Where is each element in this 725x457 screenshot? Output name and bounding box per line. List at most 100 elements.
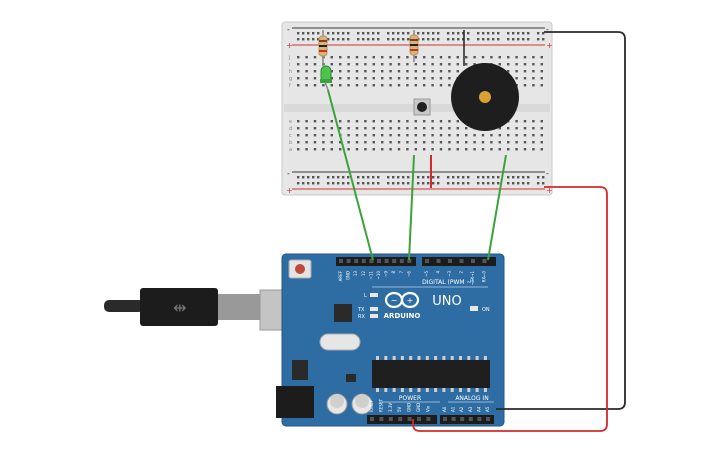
rail-hole <box>362 182 365 185</box>
digital-pin-label: 4 <box>436 271 441 274</box>
terminal-hole <box>448 63 451 66</box>
reset-button[interactable] <box>295 264 305 274</box>
rail-hole <box>487 32 490 35</box>
power-pin-label: 5V <box>397 406 402 412</box>
rail-hole <box>512 32 515 35</box>
digital-pin-hole <box>399 259 404 263</box>
green-wire-led[interactable] <box>327 89 374 261</box>
row-letter: b <box>289 140 292 146</box>
rail-hole <box>372 38 375 41</box>
terminal-hole <box>305 148 308 151</box>
digital-pin-hole <box>392 259 397 263</box>
green-wire-button[interactable] <box>408 154 415 261</box>
rail-hole <box>517 38 520 41</box>
terminal-hole <box>347 148 350 151</box>
chip-pin <box>409 388 413 392</box>
terminal-hole <box>347 84 350 87</box>
buzzer-center <box>479 91 491 103</box>
terminal-hole <box>372 134 375 137</box>
rail-hole <box>327 182 330 185</box>
resistor-1[interactable] <box>318 30 328 66</box>
terminal-hole <box>439 148 443 151</box>
terminal-hole <box>523 120 527 123</box>
terminal-hole <box>540 141 543 144</box>
terminal-hole <box>507 141 510 144</box>
terminal-hole <box>439 56 443 59</box>
rail-hole <box>522 38 525 41</box>
terminal-hole <box>448 148 451 151</box>
digital-pin-hole <box>339 259 343 263</box>
pushbutton[interactable] <box>413 98 431 116</box>
terminal-hole <box>473 134 476 137</box>
rail-hole <box>337 38 340 41</box>
rail-hole <box>302 38 305 41</box>
terminal-hole <box>532 84 535 87</box>
terminal-hole <box>448 127 451 130</box>
rail-hole <box>522 182 525 185</box>
power-label: POWER <box>399 395 421 402</box>
terminal-hole <box>381 134 384 137</box>
rail-hole <box>477 32 480 35</box>
digital-header-right <box>422 257 496 266</box>
digital-pin-label: ~3 <box>447 271 452 277</box>
rail-hole <box>512 182 515 185</box>
digital-pin-hole <box>448 259 452 263</box>
piezo-buzzer[interactable] <box>451 30 519 131</box>
terminal-hole <box>389 141 392 144</box>
terminal-hole <box>372 84 375 87</box>
terminal-hole <box>406 70 409 73</box>
terminal-hole <box>389 84 392 87</box>
rail-hole <box>452 182 455 185</box>
green-led[interactable] <box>320 65 332 91</box>
terminal-hole <box>397 56 401 59</box>
terminal-hole <box>389 77 392 80</box>
terminal-hole <box>498 148 501 151</box>
power-pin-hole <box>388 417 393 421</box>
terminal-hole <box>322 84 325 87</box>
chip-pin <box>417 388 421 392</box>
terminal-hole <box>389 127 392 130</box>
terminal-hole <box>473 56 476 59</box>
rail-hole <box>457 38 460 41</box>
terminal-hole <box>431 70 434 73</box>
rail-hole <box>377 176 380 179</box>
terminal-hole <box>473 148 476 151</box>
analog-pin-label: A0 <box>442 406 447 412</box>
terminal-hole <box>372 56 375 59</box>
terminal-hole <box>305 63 308 66</box>
terminal-hole <box>490 134 493 137</box>
rail-hole <box>297 38 300 41</box>
power-pin-label: GND <box>407 403 412 412</box>
terminal-hole <box>347 77 350 80</box>
terminal-hole <box>423 84 426 87</box>
rail-hole <box>402 182 405 185</box>
rail-hole <box>297 32 300 35</box>
green-wire-buzzer[interactable] <box>487 154 507 261</box>
black-ground-wire[interactable] <box>496 31 626 410</box>
rail-hole <box>512 38 515 41</box>
terminal-hole <box>347 63 350 66</box>
terminal-hole <box>355 70 359 73</box>
digital-pin-label: ~6 <box>406 271 411 277</box>
resistor-1-band <box>319 45 327 47</box>
rail-hole <box>477 38 480 41</box>
terminal-hole <box>523 56 527 59</box>
resistor-2[interactable] <box>409 30 419 62</box>
terminal-hole <box>397 127 401 130</box>
rail-hole <box>312 32 315 35</box>
chip-pin <box>450 388 454 392</box>
terminal-hole <box>305 141 308 144</box>
terminal-hole <box>339 70 342 73</box>
terminal-hole <box>305 70 308 73</box>
terminal-hole <box>381 127 384 130</box>
terminal-hole <box>355 56 359 59</box>
rail-hole <box>342 38 345 41</box>
digital-pin-hole <box>369 259 374 263</box>
terminal-hole <box>515 56 518 59</box>
rail-hole <box>432 182 435 185</box>
terminal-hole <box>364 63 367 66</box>
terminal-hole <box>313 56 317 59</box>
rail-hole <box>482 38 485 41</box>
red-power-wire[interactable] <box>412 186 608 432</box>
